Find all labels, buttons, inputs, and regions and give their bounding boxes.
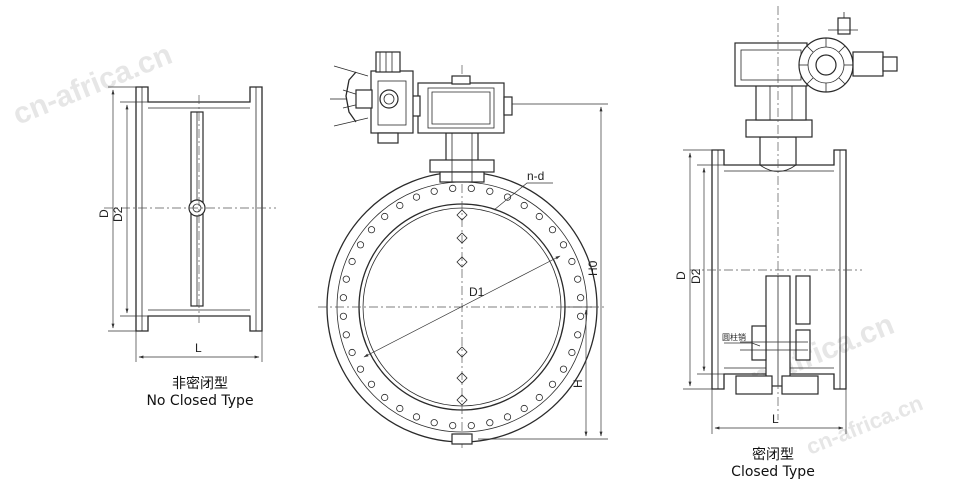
- left-caption: 非密闭型 No Closed Type: [120, 376, 280, 410]
- bolt-hole: [535, 393, 543, 402]
- bolt-hole: [412, 193, 421, 201]
- bolt-hole: [576, 312, 585, 320]
- bolt-hole: [548, 380, 557, 388]
- right-caption-cn: 密闭型: [752, 447, 794, 463]
- bolt-hole: [339, 312, 347, 320]
- dim-d-label-right: D: [674, 271, 688, 280]
- bolt-hole: [568, 348, 576, 357]
- bolt-hole: [356, 365, 365, 373]
- bolt-hole: [467, 184, 475, 192]
- bolt-hole: [348, 257, 356, 266]
- bolt-hole: [412, 413, 421, 421]
- bolt-holes: [339, 184, 585, 430]
- bolt-hole: [503, 413, 512, 421]
- bolt-hole: [486, 187, 494, 195]
- right-valve-view: 圆柱销 D D2 L: [674, 6, 898, 434]
- bolt-hole: [559, 241, 568, 249]
- right-caption: 密闭型 Closed Type: [693, 447, 853, 481]
- left-caption-cn: 非密闭型: [172, 376, 228, 392]
- bolt-hole: [342, 275, 350, 283]
- bolt-hole: [396, 404, 404, 413]
- bolt-hole: [339, 294, 347, 302]
- bolt-hole: [520, 404, 528, 413]
- bolt-hole: [449, 421, 457, 430]
- bolt-hole: [381, 393, 389, 402]
- dim-d2-label-right: D2: [689, 268, 703, 284]
- bolt-hole: [396, 201, 404, 210]
- center-valve-view: D1 n-d H0 H: [318, 51, 608, 448]
- dim-h0-label: H0: [586, 260, 600, 276]
- bolt-hole: [520, 201, 528, 210]
- bolt-hole: [430, 187, 438, 195]
- bolt-hole: [342, 331, 350, 339]
- pin-label: 圆柱销: [722, 332, 746, 342]
- dim-d2-label: D2: [111, 206, 125, 222]
- dim-d-label: D: [97, 209, 111, 218]
- bolt-hole: [367, 380, 376, 388]
- bolt-hole: [574, 331, 582, 339]
- bolt-hole: [574, 275, 582, 283]
- left-caption-en: No Closed Type: [146, 393, 254, 409]
- bolt-hole: [467, 421, 475, 430]
- dim-l-label-right: L: [772, 412, 779, 426]
- bolt-hole: [535, 212, 543, 221]
- dim-d1-label: D1: [469, 285, 485, 299]
- bolt-hole: [576, 294, 585, 302]
- right-caption-en: Closed Type: [731, 464, 815, 480]
- bolt-hole: [430, 419, 438, 427]
- bolt-hole: [559, 365, 568, 373]
- bolt-hole: [503, 193, 512, 201]
- watermark-left: cn-africa.cn: [8, 38, 177, 132]
- svg-text:cn-africa.cn: cn-africa.cn: [8, 38, 177, 132]
- bolt-hole: [356, 241, 365, 249]
- bolt-hole: [568, 257, 576, 266]
- bolt-hole: [348, 348, 356, 357]
- bolt-hole: [381, 212, 389, 221]
- bolt-hole: [449, 184, 457, 192]
- bolt-hole: [367, 226, 376, 234]
- dim-nd-label: n-d: [527, 169, 544, 183]
- dim-l-label: L: [195, 341, 202, 355]
- dim-h-label: H: [571, 379, 585, 388]
- bolt-hole: [548, 226, 557, 234]
- bolt-hole: [486, 419, 494, 427]
- left-valve-view: D D2 L: [97, 86, 276, 362]
